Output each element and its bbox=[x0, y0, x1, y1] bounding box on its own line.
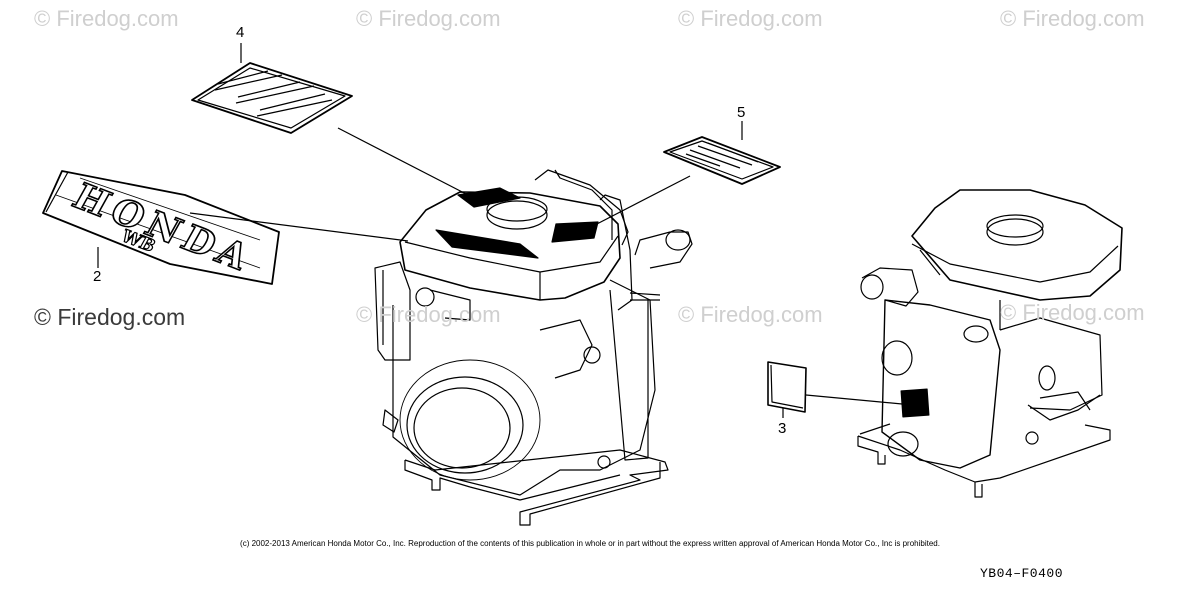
leader-line-3b bbox=[337, 127, 471, 197]
callout-2: 2 bbox=[93, 268, 102, 285]
watermark-5: © Firedog.com bbox=[356, 302, 501, 327]
water-pump-main bbox=[374, 169, 693, 526]
watermark-7: © Firedog.com bbox=[1000, 300, 1145, 325]
watermark-3: © Firedog.com bbox=[678, 6, 823, 31]
tank-label-top bbox=[457, 187, 521, 208]
label-part-3 bbox=[191, 62, 353, 134]
watermark-2: © Firedog.com bbox=[356, 6, 501, 31]
callout-4: 5 bbox=[737, 104, 746, 121]
tank-label-front bbox=[435, 229, 539, 259]
leader-line-4b bbox=[592, 175, 691, 227]
copyright-notice: (c) 2002-2013 American Honda Motor Co., … bbox=[240, 539, 940, 548]
water-pump-rear-view bbox=[857, 189, 1123, 498]
callout-3: 4 bbox=[236, 24, 245, 41]
callout-5: 3 bbox=[778, 420, 787, 437]
watermark-6: © Firedog.com bbox=[678, 302, 823, 327]
tank-label-right bbox=[551, 221, 599, 243]
decal-part-2 bbox=[42, 170, 280, 285]
diagram-code: YB04–F0400 bbox=[980, 566, 1064, 581]
leader-line-2b bbox=[189, 212, 409, 242]
watermark-4: © Firedog.com bbox=[1000, 6, 1145, 31]
label-part-4 bbox=[663, 136, 781, 185]
watermark-1: © Firedog.com bbox=[34, 6, 179, 31]
pump-label-patch bbox=[900, 388, 930, 418]
label-part-5 bbox=[767, 361, 807, 413]
leader-line-5b bbox=[805, 394, 903, 405]
watermark-dark: © Firedog.com bbox=[34, 304, 186, 330]
